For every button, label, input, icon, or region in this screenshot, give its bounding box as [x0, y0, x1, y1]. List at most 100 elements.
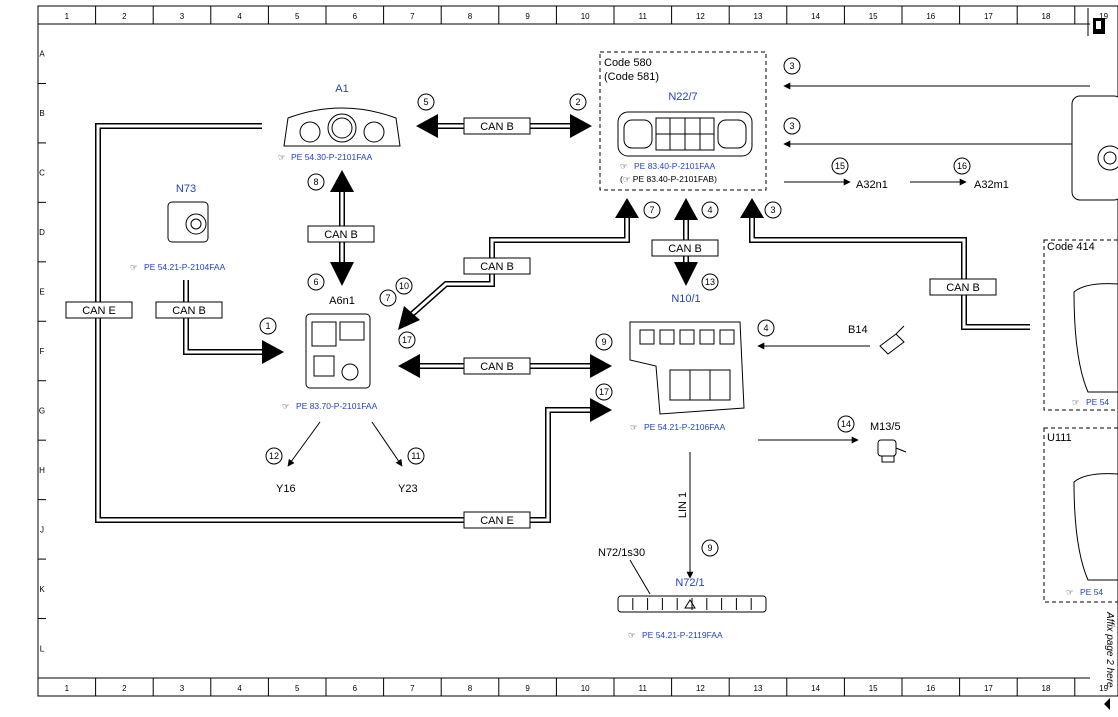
ruler-column-label: 13: [754, 684, 763, 693]
callout-c17a: 17: [398, 331, 416, 349]
callout-c8: 8: [307, 173, 325, 191]
can-b-label-n22-a6n1: CAN B: [463, 257, 531, 275]
ruler-column-label: 9: [525, 12, 530, 21]
svg-text:A6n1: A6n1: [329, 295, 355, 307]
ruler-column-label: 19: [1099, 12, 1108, 21]
callout-c10: 10: [395, 277, 413, 295]
ruler-column-label: 8: [468, 12, 473, 21]
svg-text:☞: ☞: [628, 630, 636, 640]
svg-text:☞: ☞: [282, 401, 290, 411]
ruler-column-label: 3: [180, 12, 185, 21]
ruler-column-label: 11: [639, 12, 648, 21]
n22-7-control-panel: Code 580 (Code 581) N22/7 ☞ PE 83.40-P-2…: [599, 51, 767, 191]
a6n1-control-unit: A6n1 ☞ PE 83.70-P-2101FAA: [282, 295, 378, 411]
ruler-row-label: C: [39, 169, 45, 178]
u111-box: U111 ☞ PE 54: [1043, 427, 1118, 603]
svg-text:12: 12: [269, 451, 279, 461]
svg-text:4: 4: [763, 323, 768, 333]
can-b-label-a1-a6n1: CAN B: [307, 225, 375, 243]
svg-text:CAN E: CAN E: [82, 305, 116, 317]
ruler-column-label: 16: [926, 684, 935, 693]
ruler-column-label: 2: [122, 12, 127, 21]
ruler-column-label: 5: [295, 12, 300, 21]
ruler-row-label: G: [39, 406, 45, 415]
svg-text:14: 14: [841, 419, 851, 429]
signal-arrows: [287, 82, 1090, 579]
ruler-row-label: E: [39, 288, 44, 297]
bus-arrowheads: [262, 114, 764, 422]
affix-page-label: Affix page 2 here: [1104, 611, 1115, 688]
callout-c9a: 9: [595, 333, 613, 351]
ruler-column-label: 17: [984, 684, 993, 693]
ruler-column-label: 3: [180, 684, 185, 693]
ruler-column-label: 14: [811, 12, 820, 21]
callout-c13: 13: [701, 273, 719, 291]
svg-text:Y23: Y23: [398, 483, 418, 495]
svg-text:PE 54.21-P-2104FAA: PE 54.21-P-2104FAA: [144, 262, 226, 272]
callout-c12: 12: [265, 447, 283, 465]
svg-text:(Code 581): (Code 581): [604, 71, 659, 83]
callout-c11: 11: [407, 447, 425, 465]
ruler-column-label: 15: [869, 684, 878, 693]
svg-text:10: 10: [399, 281, 409, 291]
n72-1-switch-panel: N72/1s30 N72/1 ☞ PE 54.21-P-2119FAA: [598, 547, 767, 640]
callout-c5: 5: [417, 93, 435, 111]
ruler-row-label: D: [39, 228, 45, 237]
bus-labels: CAN B CAN B CAN B CAN B CAN B CAN B CAN …: [65, 117, 997, 529]
svg-text:9: 9: [601, 337, 606, 347]
svg-text:13: 13: [705, 277, 715, 287]
ruler-column-label: 5: [295, 684, 300, 693]
callout-c17b: 17: [595, 383, 613, 401]
callout-c4a: 4: [701, 201, 719, 219]
ruler-column-label: 9: [525, 684, 530, 693]
ruler-column-label: 1: [65, 12, 70, 21]
svg-text:PE 54.21-P-2106FAA: PE 54.21-P-2106FAA: [644, 422, 726, 432]
svg-text:N72/1: N72/1: [675, 577, 704, 589]
callout-c1: 1: [259, 317, 277, 335]
can-e-label-left: CAN E: [65, 301, 133, 319]
lin1-label: LIN 1: [677, 492, 689, 518]
svg-text:11: 11: [411, 451, 420, 461]
ruler-column-label: 15: [869, 12, 878, 21]
svg-text:7: 7: [649, 205, 654, 215]
svg-text:CAN B: CAN B: [480, 361, 514, 373]
svg-text:9: 9: [707, 543, 712, 553]
svg-text:CAN B: CAN B: [946, 282, 980, 294]
ruler-column-label: 14: [811, 684, 820, 693]
ruler-row-label: H: [39, 466, 45, 475]
svg-text:17: 17: [402, 335, 412, 345]
ruler-column-label: 13: [754, 12, 763, 21]
ruler-column-label: 7: [410, 684, 415, 693]
svg-text:2: 2: [575, 97, 580, 107]
ruler-column-label: 18: [1042, 12, 1051, 21]
svg-text:PE 83.70-P-2101FAA: PE 83.70-P-2101FAA: [296, 401, 378, 411]
svg-text:M13/5: M13/5: [870, 421, 901, 433]
svg-text:17: 17: [599, 387, 609, 397]
page-frame: [37, 5, 1118, 697]
ruler-column-label: 2: [122, 684, 127, 693]
ruler-row-label: F: [40, 347, 45, 356]
m13-5-pump: M13/5: [870, 421, 907, 463]
svg-text:U111: U111: [1047, 432, 1072, 444]
ruler-row-label: A: [39, 50, 45, 59]
b14-sensor: B14: [848, 324, 905, 355]
ruler-column-label: 6: [353, 12, 358, 21]
svg-text:A1: A1: [335, 83, 348, 95]
binder-icon: [1087, 8, 1105, 36]
svg-text:Code 580: Code 580: [604, 57, 652, 69]
ruler-column-label: 12: [696, 684, 705, 693]
callout-c2: 2: [569, 93, 587, 111]
ruler-column-label: 10: [581, 684, 590, 693]
ruler-column-label: 7: [410, 12, 415, 21]
n73-ignition-switch: N73 ☞ PE 54.21-P-2104FAA: [130, 183, 226, 272]
svg-text:☞: ☞: [1072, 397, 1080, 407]
svg-text:Y16: Y16: [276, 483, 296, 495]
svg-text:N73: N73: [176, 183, 196, 195]
svg-text:15: 15: [835, 161, 845, 171]
affix-arrow-icon: [1104, 698, 1110, 710]
svg-text:7: 7: [385, 293, 390, 303]
ruler-column-label: 16: [926, 12, 935, 21]
hazard-icon: [684, 599, 696, 609]
